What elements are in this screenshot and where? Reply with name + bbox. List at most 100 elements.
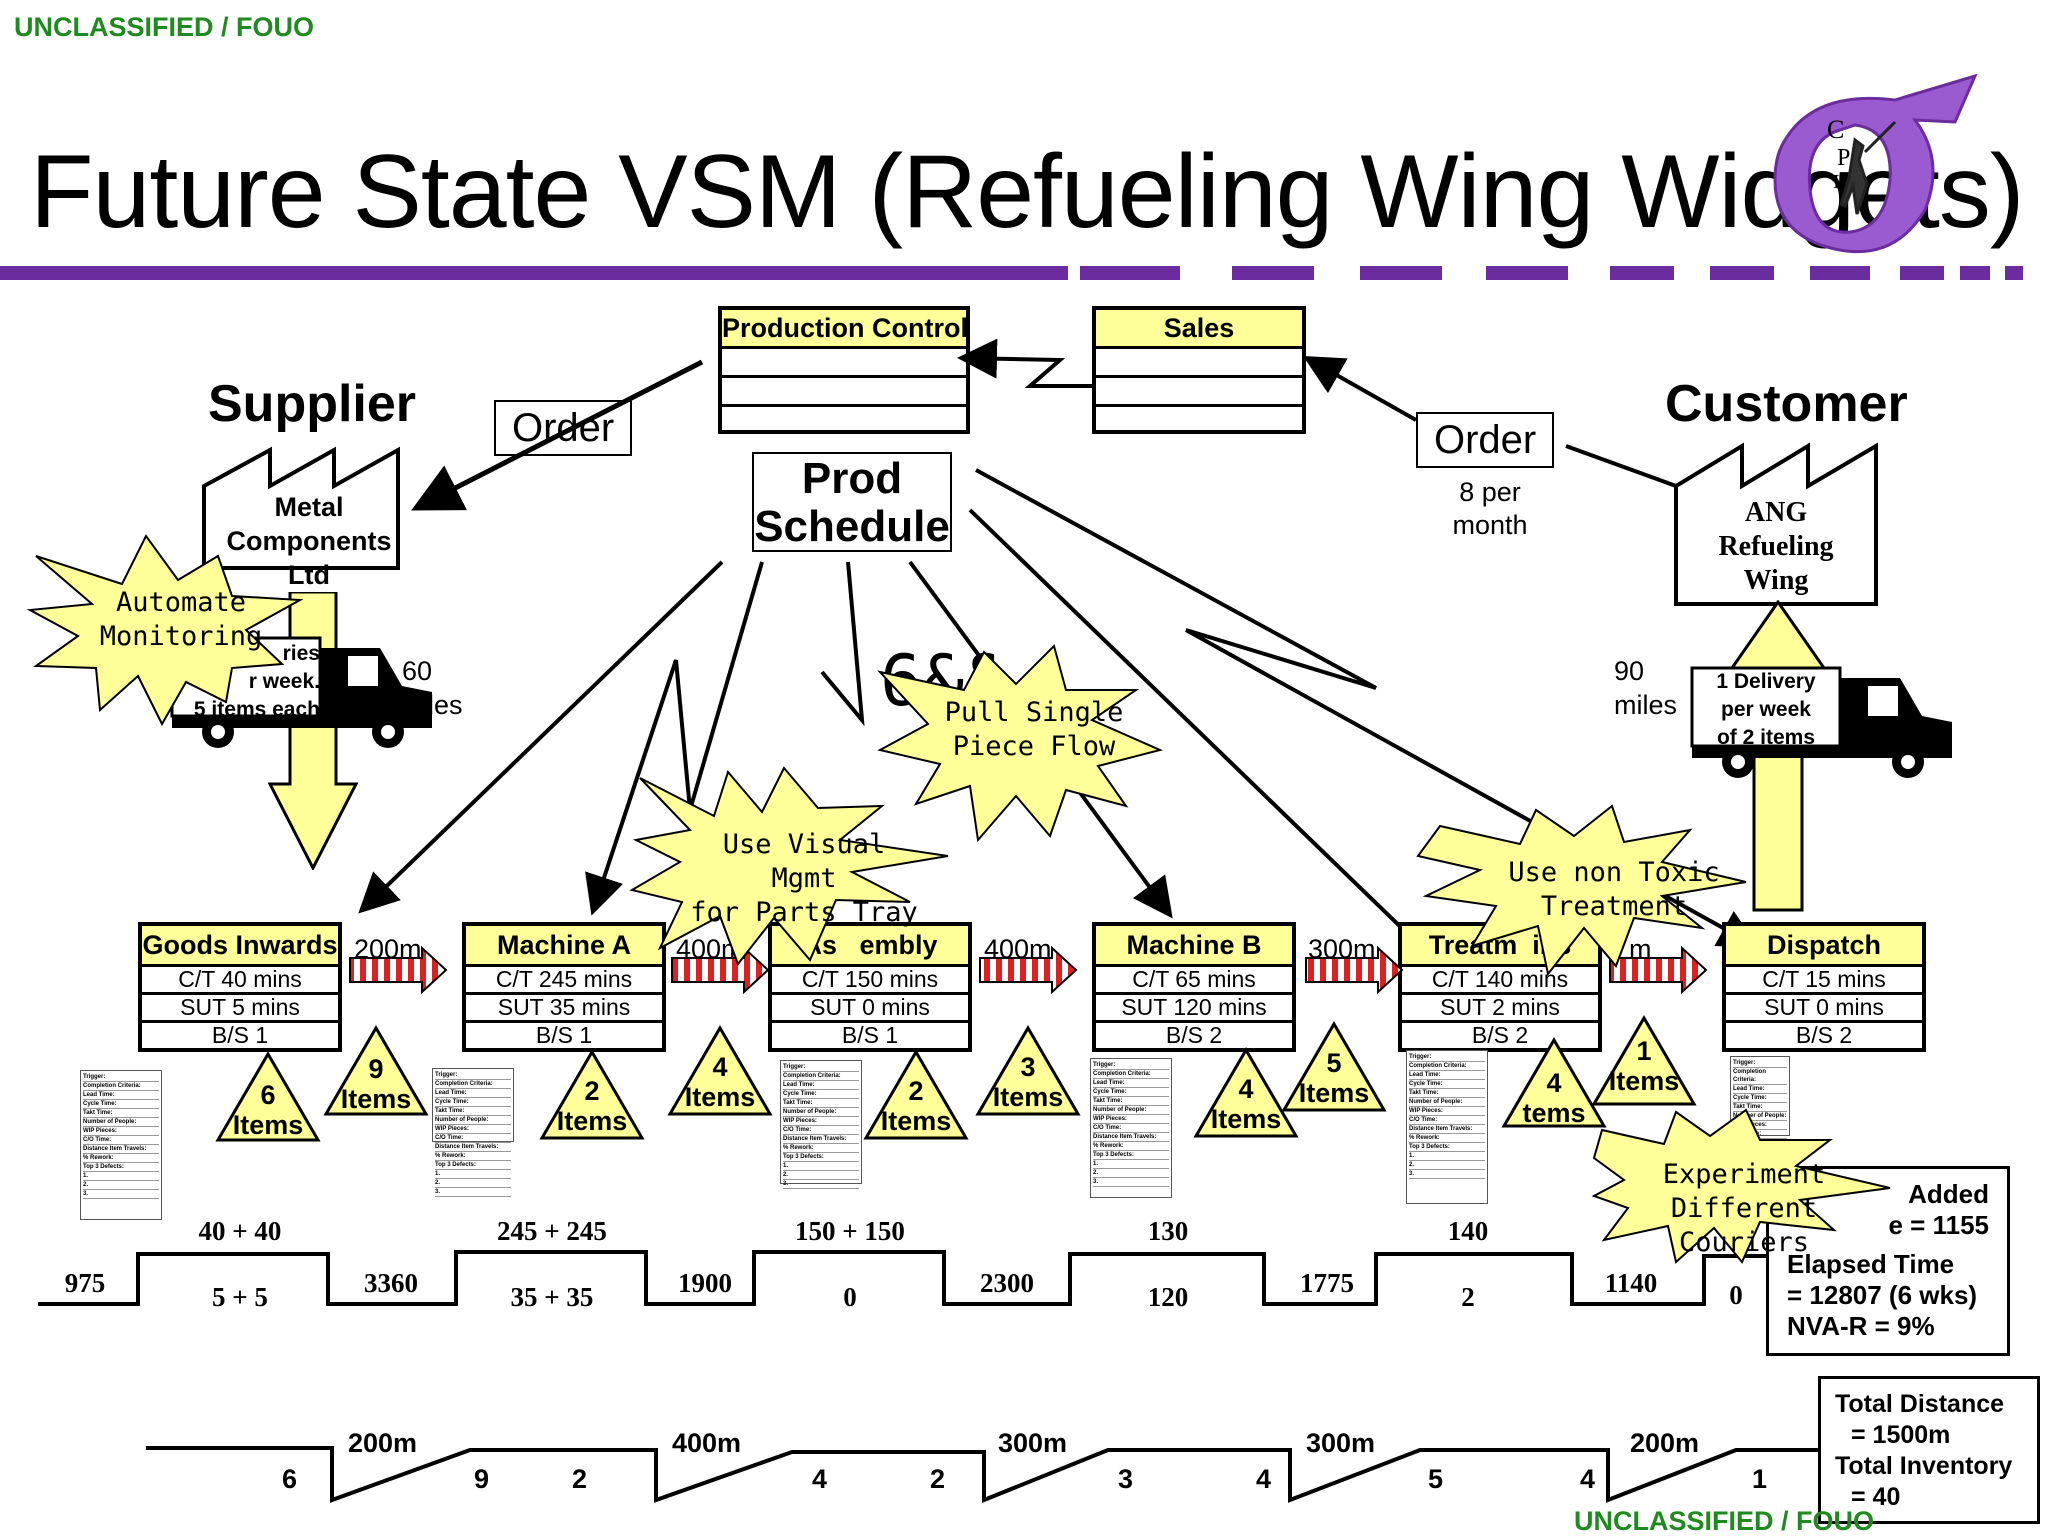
push-arrow-icon [349, 945, 448, 995]
timeline-va-3: 150 + 150 [795, 1216, 905, 1246]
supplier-delivery-text: ries r week. 5 items each [172, 640, 320, 724]
process-bs: B/S 1 [535, 1022, 593, 1048]
sheet-field: Takt Time: [1093, 1097, 1169, 1106]
sheet-field: Lead Time: [783, 1081, 859, 1090]
customer-order-frequency: 8 per month [1416, 476, 1564, 542]
distance-count-4: 4 [812, 1464, 828, 1494]
process-ct: C/T 65 mins [1096, 967, 1292, 995]
customer-distance-line1: 90 [1614, 656, 1645, 686]
sheet-field: Top 3 Defects: [435, 1161, 511, 1170]
customer-delivery-line2: per week [1721, 698, 1811, 721]
inventory-count: 4 [1546, 1068, 1562, 1098]
process-bs: B/S 2 [1165, 1022, 1223, 1048]
timeline-setup-4: 120 [1147, 1282, 1189, 1312]
production-control-label: Production Control [722, 313, 968, 343]
inventory-triangle-icon [975, 1025, 1081, 1116]
process-name: Goods Inwards [142, 926, 338, 967]
inventory-unit: Items [992, 1082, 1064, 1112]
timeline-wait-7: 0 [1729, 1280, 1743, 1310]
frequency-line1: 8 per [1459, 477, 1521, 507]
customer-distance-line2: miles [1614, 690, 1678, 720]
process-name: Machine B [1096, 926, 1292, 967]
sheet-field: 2. [1093, 1169, 1169, 1178]
sheet-field: Trigger: [1093, 1061, 1169, 1070]
supplier-truck-icon [170, 636, 432, 748]
kaizen-burst-icon [629, 766, 949, 967]
sheet-field: 1. [435, 1170, 511, 1179]
sheet-field: 3. [435, 1188, 511, 1197]
supplier-distance: 60 iles [402, 654, 463, 722]
sheet-field: Distance Item Travels: [1409, 1125, 1485, 1134]
timeline-setup-1: 5 + 5 [212, 1282, 268, 1312]
inventory-triangle-icon [1501, 1037, 1607, 1128]
inventory-triangle-icon [323, 1025, 429, 1116]
sheet-field: Number of People: [1093, 1106, 1169, 1115]
kaizen-burst-icon [877, 644, 1164, 843]
burst-line: Different Couriers [1670, 1193, 1818, 1258]
push-arrow-icon [1609, 945, 1708, 995]
process-sut: SUT 35 mins [466, 995, 662, 1023]
sheet-field: Lead Time: [435, 1089, 511, 1098]
sheet-field: Trigger: [435, 1071, 511, 1080]
prod-schedule-line1: Prod [801, 454, 903, 503]
sheet-field: Cycle Time: [435, 1098, 511, 1107]
customer-name-line2: Refueling [1718, 531, 1834, 562]
sheet-field: Cycle Time: [83, 1100, 159, 1109]
summary-line1: Added [1894, 1179, 1989, 1209]
burst-line: Use non Toxic [1508, 857, 1720, 888]
timeline-va-4: 130 [1147, 1216, 1189, 1246]
summary-line3: Elapsed Time [1787, 1249, 1955, 1279]
data-sheet: Trigger:Completion Criteria:Lead Time:Cy… [780, 1060, 862, 1189]
sheet-field: 3. [783, 1180, 859, 1189]
burst-line: Use Visual Mgmt [722, 829, 886, 894]
production-control-box: Production Control [718, 306, 970, 434]
burst-line: Monitoring [99, 621, 263, 652]
sheet-field: Number of People: [1733, 1113, 1787, 1121]
customer-name-line3: Wing [1743, 565, 1809, 596]
process-ct: C/T 40 mins [142, 967, 338, 995]
sheet-field: % Rework: [783, 1144, 859, 1153]
supplier-name-line2: Components [226, 526, 392, 556]
sheet-field: WIP Pieces: [1409, 1107, 1485, 1116]
sheet-field: WIP Pieces: [83, 1127, 159, 1136]
timeline-setup-3: 0 [843, 1282, 857, 1312]
customer-delivery-line3: of 2 items [1716, 726, 1816, 749]
sales-box: Sales [1092, 306, 1306, 434]
supplier-name-line3: Ltd [288, 560, 330, 590]
burst-line: Experiment [1662, 1159, 1826, 1190]
sheet-field: Cycle Time: [1093, 1088, 1169, 1097]
process-sut: SUT 2 mins [1402, 995, 1598, 1023]
supplier-label: Supplier [208, 375, 417, 433]
sheet-field: Completion Criteria: [1409, 1062, 1485, 1071]
summary-line5: NVA-R = 9% [1787, 1311, 1935, 1341]
cpi-logo-icon: C P I [1773, 73, 1978, 254]
summary-line2: e = 1155 [1888, 1210, 1990, 1240]
timeline-wait-5: 1775 [1300, 1268, 1354, 1298]
distance-segment-5: 200m [1630, 1428, 1700, 1458]
sheet-field: WIP Pieces: [435, 1125, 511, 1134]
process-ct: C/T 150 mins [772, 967, 968, 995]
sheet-field: Lead Time: [1409, 1071, 1485, 1080]
sheet-field: C/O Time: [1093, 1124, 1169, 1133]
inventory-unit: tems [1522, 1098, 1586, 1128]
inventory-count: 1 [1636, 1036, 1652, 1066]
customer-factory-icon [1674, 442, 1878, 606]
data-sheet: Trigger:Completion Criteria:Lead Time:Cy… [1406, 1050, 1488, 1204]
kaizen-burst-icon [26, 534, 304, 727]
sheet-field: 2. [783, 1171, 859, 1180]
svg-text:P: P [1837, 145, 1850, 171]
inventory-unit: Items [880, 1106, 952, 1136]
sheet-field: % Rework: [435, 1152, 511, 1161]
customer-delivery-text: 1 Delivery per week of 2 items [1692, 668, 1840, 752]
process-sut: SUT 120 mins [1096, 995, 1292, 1023]
